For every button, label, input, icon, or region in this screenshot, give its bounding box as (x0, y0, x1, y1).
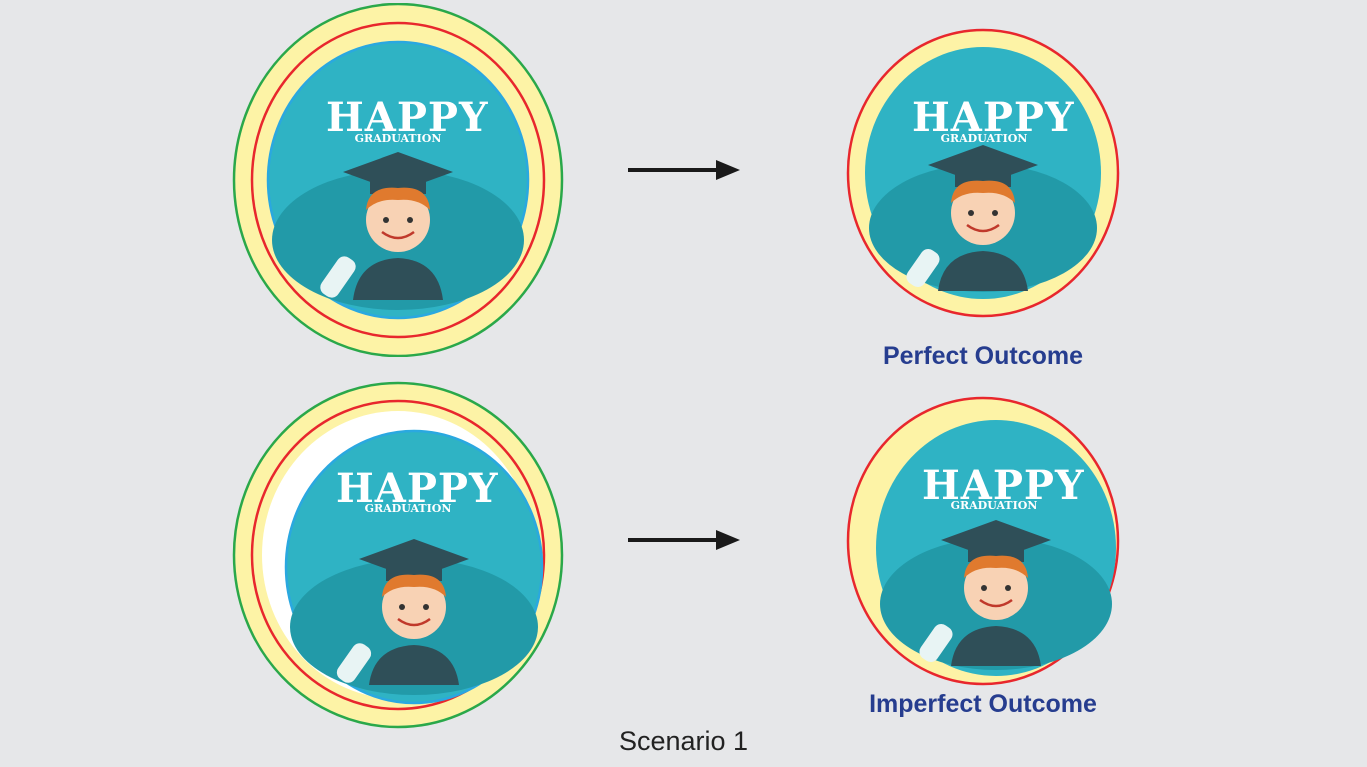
source-badge-misaligned (232, 381, 564, 729)
graduate-icon (266, 40, 530, 320)
scenario-caption: Scenario 1 (618, 726, 749, 756)
cut-line-ring (250, 399, 546, 711)
result-badge-imperfect (846, 396, 1120, 686)
arrow-right-icon (628, 160, 740, 180)
result-badge-perfect (846, 28, 1120, 318)
outcome-label-imperfect: Imperfect Outcome (869, 690, 1097, 718)
badge-title: HAPPY (336, 465, 499, 512)
graduate-icon (284, 429, 544, 705)
badge-title: HAPPY (326, 94, 489, 141)
graduate-icon (876, 420, 1116, 676)
badge-subtitle: GRADUATION (950, 499, 1038, 512)
badge-subtitle: GRADUATION (364, 502, 452, 515)
badge-title: HAPPY (922, 462, 1085, 509)
outcome-label-perfect: Perfect Outcome (882, 342, 1084, 370)
badge-subtitle: GRADUATION (354, 132, 442, 145)
arrow-right-icon (628, 530, 740, 550)
badge-subtitle: GRADUATION (940, 132, 1028, 145)
badge-title: HAPPY (912, 94, 1075, 141)
cut-line-ring (250, 21, 546, 339)
graduate-icon (865, 47, 1101, 299)
source-badge-aligned (232, 3, 564, 357)
